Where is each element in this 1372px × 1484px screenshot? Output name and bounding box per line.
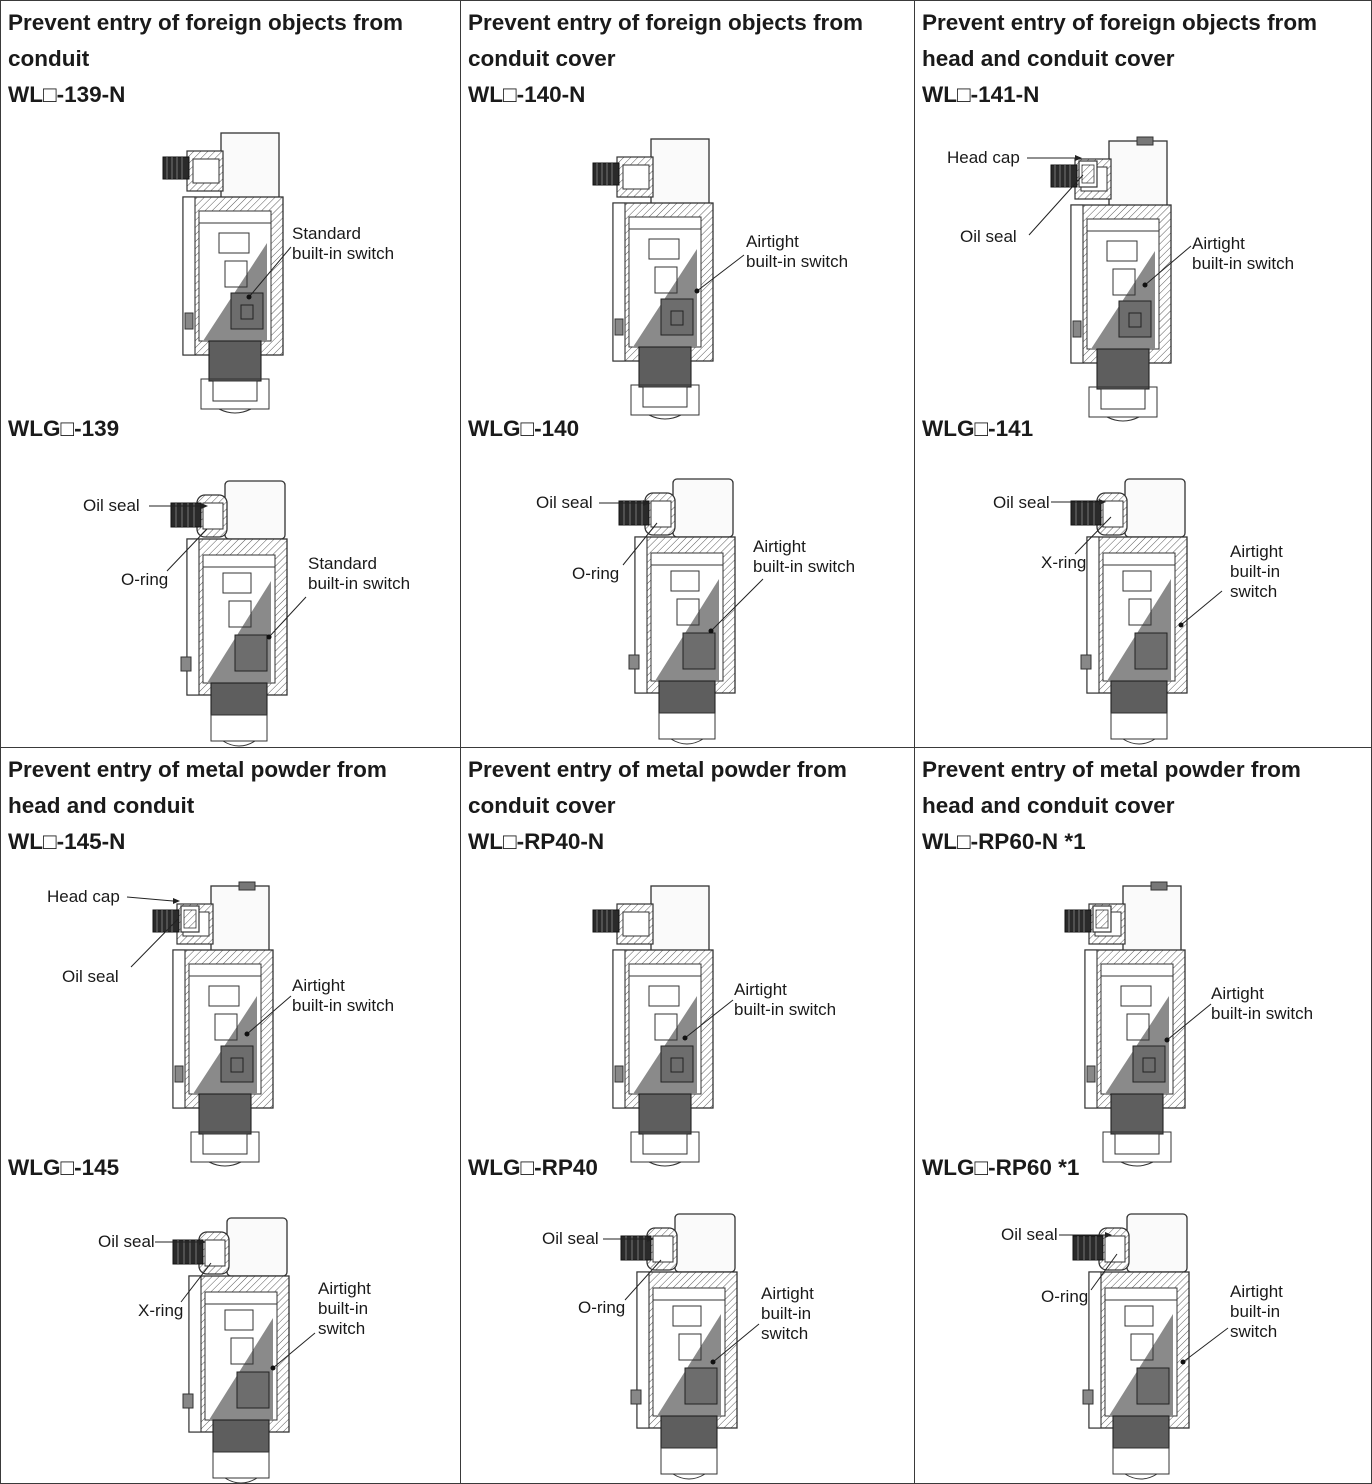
model-bottom: WLG□-140 xyxy=(468,416,580,441)
model-top: WL□-141-N xyxy=(922,82,1040,107)
oil-seal-label: Oil seal xyxy=(536,493,593,512)
cell-title-line2: conduit cover xyxy=(468,793,616,818)
leader-lines-bottom xyxy=(603,1236,760,1365)
model-bottom: WLG□-139 xyxy=(8,416,120,441)
leader-lines-bottom xyxy=(599,500,764,634)
cell-title-line2: head and conduit cover xyxy=(922,46,1175,71)
model-bottom: WLG□-145 xyxy=(8,1155,120,1180)
x-ring-label: X-ring xyxy=(1041,553,1087,572)
oil-seal-label: Oil seal xyxy=(542,1229,599,1248)
o-ring-label: O-ring xyxy=(121,570,169,589)
cell-header: Prevent entry of metal powder from head … xyxy=(922,752,1362,860)
oil-seal-label-bottom: Oil seal xyxy=(98,1232,155,1251)
head-cap-label: Head cap xyxy=(947,148,1020,167)
x-ring-label: X-ring xyxy=(138,1301,184,1320)
cell-title-line1: Prevent entry of foreign objects from xyxy=(8,10,404,35)
o-ring-label: O-ring xyxy=(578,1298,626,1317)
cell-139: Prevent entry of foreign objects from co… xyxy=(0,0,461,749)
cell-title-line2: conduit xyxy=(8,46,90,71)
model-bottom: WLG□-141 xyxy=(922,416,1034,441)
leader-lines-top xyxy=(246,246,292,300)
leader-lines-top xyxy=(682,999,734,1041)
oil-seal-label-bottom: Oil seal xyxy=(993,493,1050,512)
cell-title-line1: Prevent entry of foreign objects from xyxy=(468,10,864,35)
oil-seal-label: Oil seal xyxy=(62,967,119,986)
leader-lines-bottom xyxy=(1051,499,1223,628)
model-top: WL□-145-N xyxy=(8,829,126,854)
model-top: WL□-139-N xyxy=(8,82,126,107)
oil-seal-label: Oil seal xyxy=(1001,1225,1058,1244)
model-bottom: WLG□-RP60 *1 xyxy=(922,1155,1080,1180)
cell-header: Prevent entry of metal powder from head … xyxy=(8,752,448,860)
cell-header: Prevent entry of metal powder from condu… xyxy=(468,752,908,860)
leader-lines-top xyxy=(126,896,292,1037)
head-cap-label: Head cap xyxy=(47,887,120,906)
cell-title-line1: Prevent entry of foreign objects from xyxy=(922,10,1318,35)
cell-title-line1: Prevent entry of metal powder from xyxy=(468,757,847,782)
oil-seal-label: Oil seal xyxy=(83,496,140,515)
cell-title-line1: Prevent entry of metal powder from xyxy=(922,757,1301,782)
cell-header: Prevent entry of foreign objects from he… xyxy=(922,5,1362,113)
oil-seal-label: Oil seal xyxy=(960,227,1017,246)
leader-lines-bottom xyxy=(155,1239,316,1371)
leader-lines-top xyxy=(1027,155,1192,288)
cell-rp40: Prevent entry of metal powder from condu… xyxy=(460,747,915,1484)
cell-header: Prevent entry of foreign objects from co… xyxy=(8,5,448,113)
cell-title-line2: head and conduit cover xyxy=(922,793,1175,818)
model-top: WL□-140-N xyxy=(468,82,586,107)
cell-title-line2: head and conduit xyxy=(8,793,195,818)
cell-title-line1: Prevent entry of metal powder from xyxy=(8,757,387,782)
cell-141: Prevent entry of foreign objects from he… xyxy=(914,0,1372,749)
leader-lines-bottom xyxy=(1059,1232,1229,1365)
model-top: WL□-RP40-N xyxy=(468,829,605,854)
model-bottom: WLG□-RP40 xyxy=(468,1155,598,1180)
cell-title-line2: conduit cover xyxy=(468,46,616,71)
model-top: WL□-RP60-N *1 xyxy=(922,829,1086,854)
leader-lines-top xyxy=(694,254,745,294)
cell-rp60: Prevent entry of metal powder from head … xyxy=(914,747,1372,1484)
o-ring-label: O-ring xyxy=(572,564,620,583)
cell-140: Prevent entry of foreign objects from co… xyxy=(460,0,915,749)
cell-145: Prevent entry of metal powder from head … xyxy=(0,747,461,1484)
leader-lines-top xyxy=(1164,1003,1212,1043)
leader-lines-bottom xyxy=(149,503,307,640)
cell-header: Prevent entry of foreign objects from co… xyxy=(468,5,908,113)
o-ring-label: O-ring xyxy=(1041,1287,1089,1306)
